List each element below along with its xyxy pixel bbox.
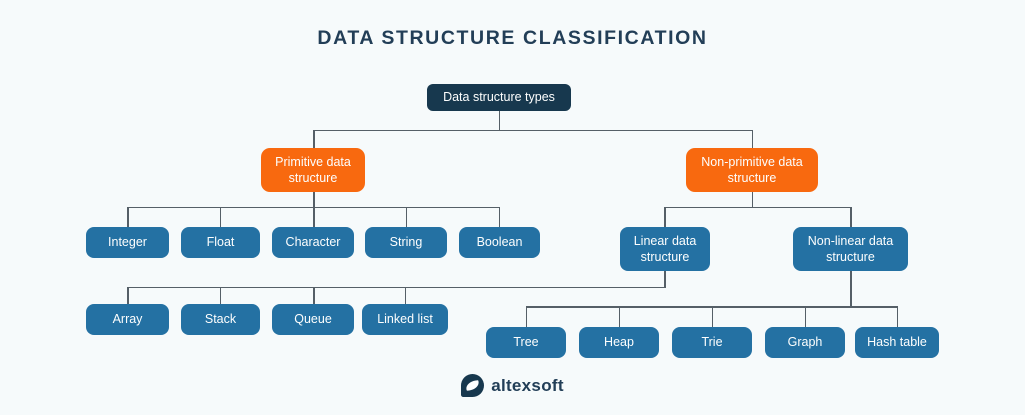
node-tree: Tree: [486, 327, 566, 358]
diagram-title: DATA STRUCTURE CLASSIFICATION: [317, 27, 708, 49]
node-hash-table: Hash table: [855, 327, 939, 358]
connector-non-primitive-stem: [751, 192, 753, 208]
node-array: Array: [86, 304, 169, 335]
connector-drop-character: [313, 206, 315, 228]
node-graph: Graph: [765, 327, 845, 358]
connector-linear-stem: [664, 271, 666, 288]
connector-drop-linked-list: [404, 286, 406, 305]
node-heap: Heap: [579, 327, 659, 358]
footer-brand: altexsoft: [0, 374, 1025, 397]
node-character: Character: [272, 227, 354, 258]
node-non-linear-data-structure: Non-linear data structure: [793, 227, 908, 271]
connector-drop-primitive: [313, 129, 315, 149]
connector-drop-trie: [711, 306, 713, 328]
node-float: Float: [181, 227, 260, 258]
connector-drop-array: [127, 286, 129, 305]
node-linked-list: Linked list: [362, 304, 448, 335]
connector-drop-hash-table: [896, 306, 898, 328]
connector-drop-linear: [664, 206, 666, 228]
connector-non-primitive-bus: [664, 206, 852, 208]
node-boolean: Boolean: [459, 227, 540, 258]
connector-drop-non-linear: [850, 206, 852, 228]
logo-leaf-shape: [465, 380, 480, 391]
connector-root-bus: [313, 129, 753, 131]
node-data-structure-types: Data structure types: [427, 84, 571, 111]
node-non-primitive-data-structure: Non-primitive data structure: [686, 148, 818, 192]
connector-drop-heap: [618, 306, 620, 328]
node-primitive-data-structure: Primitive data structure: [261, 148, 365, 192]
altexsoft-logo-icon: [461, 374, 485, 397]
connector-drop-integer: [127, 206, 129, 228]
connector-drop-graph: [804, 306, 806, 328]
connector-drop-float: [219, 206, 221, 228]
node-string: String: [365, 227, 447, 258]
connector-drop-non-primitive: [751, 129, 753, 149]
node-integer: Integer: [86, 227, 169, 258]
connector-drop-boolean: [498, 206, 500, 228]
brand-name: altexsoft: [491, 375, 564, 395]
connector-primitive-stem: [313, 192, 315, 208]
connector-root-stem: [498, 111, 500, 131]
node-linear-data-structure: Linear data structure: [620, 227, 710, 271]
connector-drop-tree: [525, 306, 527, 328]
node-queue: Queue: [272, 304, 354, 335]
connector-drop-stack: [219, 286, 221, 305]
node-trie: Trie: [672, 327, 752, 358]
connector-linear-bus: [127, 286, 666, 288]
connector-drop-string: [405, 206, 407, 228]
connector-non-linear-stem: [850, 271, 852, 308]
connector-drop-queue: [313, 286, 315, 305]
node-stack: Stack: [181, 304, 260, 335]
